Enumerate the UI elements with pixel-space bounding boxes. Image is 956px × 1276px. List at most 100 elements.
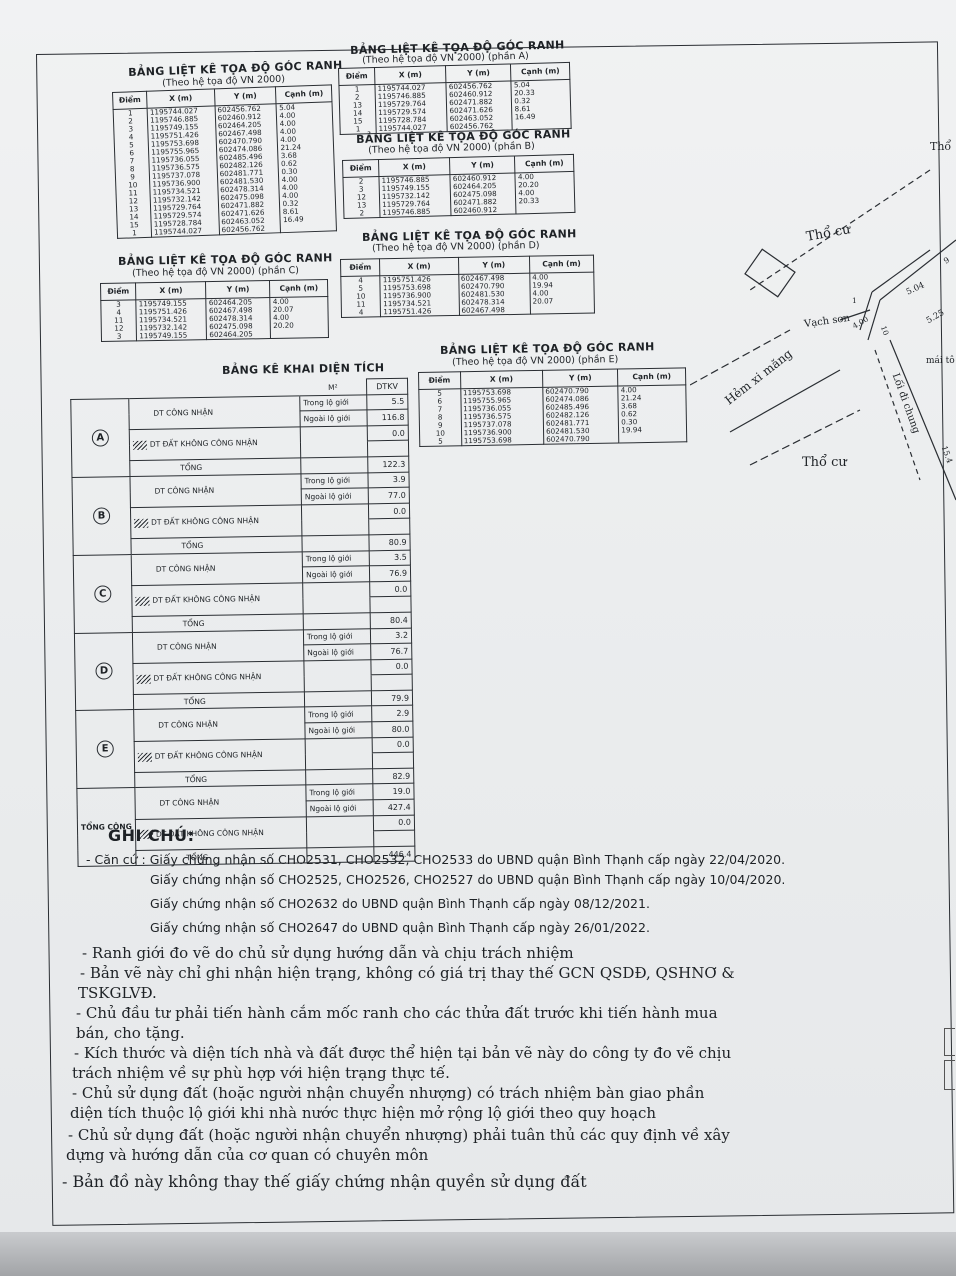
- cell-value: 16.49: [514, 111, 536, 122]
- column-header: X (m): [378, 157, 451, 177]
- area-value: 3.9: [367, 471, 410, 488]
- note-line: - Chủ sử dụng đất (hoặc người nhận chuyể…: [68, 1126, 730, 1144]
- area-value: 77.0: [368, 487, 410, 504]
- cell-value: 4: [358, 307, 364, 317]
- dt-khong-cong-nhan-label: DT ĐẤT KHÔNG CÔNG NHẬN: [154, 750, 263, 761]
- note-line: - Căn cứ : Giấy chứng nhận số CHO2531, C…: [86, 852, 786, 867]
- column-header: Y (m): [445, 63, 512, 83]
- area-value: 19.0: [372, 783, 415, 800]
- area-value: 2.9: [371, 705, 413, 722]
- dt-khong-cong-nhan-label: DT ĐẤT KHÔNG CÔNG NHẬN: [149, 438, 258, 449]
- area-value: 0.0: [367, 424, 409, 442]
- column-header: Cạnh (m): [510, 62, 570, 81]
- parcel-outline: [744, 248, 796, 298]
- column-header: Cạnh (m): [269, 279, 328, 298]
- column-header: Y (m): [214, 86, 277, 106]
- trong-lo-gioi-label: Trong lộ giới: [300, 472, 369, 490]
- column-header: Cạnh (m): [275, 84, 332, 104]
- column-header: Điểm: [112, 91, 148, 110]
- hatch-swatch: [132, 440, 147, 450]
- column-header: Cạnh (m): [529, 255, 594, 274]
- cell-value: 602470.790: [546, 434, 590, 444]
- boundary-line: [867, 299, 881, 341]
- area-total-value: 80.4: [370, 612, 412, 629]
- column-header: Cạnh (m): [617, 367, 686, 387]
- part-badge: C: [94, 584, 112, 603]
- cell-value: 2: [359, 208, 365, 218]
- cell-value: 5: [438, 436, 443, 446]
- trong-lo-gioi-label: Trong lộ giới: [304, 706, 372, 723]
- notes-heading: GHI CHÚ:: [108, 826, 195, 845]
- note-line: TSKGLVĐ.: [78, 984, 157, 1002]
- note-line: - Chủ đầu tư phải tiến hành cắm mốc ranh…: [76, 1004, 718, 1022]
- dimension-line: [839, 309, 871, 321]
- cell-value: 16.49: [282, 214, 304, 225]
- note-line: Giấy chứng nhận số CHO2525, CHO2526, CHO…: [150, 872, 786, 887]
- alley-edge: [749, 409, 861, 466]
- dt-khong-cong-nhan-label: DT ĐẤT KHÔNG CÔNG NHẬN: [152, 594, 261, 605]
- dt-cong-nhan-label: DT CÔNG NHẬN: [129, 473, 302, 508]
- dt-khong-cong-nhan-label: DT ĐẤT KHÔNG CÔNG NHẬN: [153, 672, 262, 683]
- ngoai-lo-gioi-label: Ngoài lộ giới: [306, 799, 374, 817]
- dt-khong-cong-nhan-cell: DT ĐẤT KHÔNG CÔNG NHẬN: [132, 660, 305, 695]
- note-line: - Bản đồ này không thay thế giấy chứng n…: [62, 1172, 587, 1191]
- cell-value: 602467.498: [461, 305, 505, 315]
- cell-value: 1195749.155: [139, 330, 188, 341]
- ngoai-lo-gioi-label: Ngoài lộ giới: [299, 410, 368, 427]
- area-value: 0.0: [368, 502, 410, 520]
- cell-value: 1195751.426: [383, 306, 432, 317]
- area-value: 76.7: [370, 643, 412, 660]
- area-value: 3.5: [369, 549, 411, 566]
- area-total-value: 80.9: [368, 534, 411, 551]
- ngoai-lo-gioi-label: Ngoài lộ giới: [304, 721, 373, 739]
- cell-value: 20.33: [518, 195, 540, 206]
- column-header: Điểm: [342, 159, 379, 178]
- alley-edge: [729, 369, 841, 433]
- note-line: - Chủ sử dụng đất (hoặc người nhận chuyể…: [72, 1084, 705, 1102]
- area-value: 116.8: [366, 409, 409, 426]
- boundary-line: [871, 249, 931, 293]
- alley-edge: [690, 329, 791, 386]
- area-value: 5.5: [366, 393, 408, 411]
- cell-value: 20.20: [273, 320, 294, 330]
- dt-cong-nhan-label: DT CÔNG NHẬN: [134, 785, 307, 820]
- area-value: 3.2: [370, 627, 412, 644]
- dt-khong-cong-nhan-cell: DT ĐẤT KHÔNG CÔNG NHẬN: [131, 582, 304, 617]
- dt-cong-nhan-label: DT CÔNG NHẬN: [131, 551, 303, 586]
- trong-lo-gioi-label: Trong lộ giới: [299, 394, 367, 412]
- dt-cong-nhan-label: DT CÔNG NHẬN: [133, 707, 306, 742]
- note-line: diện tích thuộc lộ giới khi nhà nước thự…: [70, 1104, 657, 1122]
- map-dimension: 1: [852, 296, 857, 305]
- area-value: 0.0: [373, 814, 415, 832]
- cell-value: 19.94: [621, 425, 643, 435]
- hatch-swatch: [135, 596, 150, 606]
- column-header: X (m): [460, 370, 543, 389]
- ngoai-lo-gioi-label: Ngoài lộ giới: [302, 565, 370, 583]
- note-line: Giấy chứng nhận số CHO2647 do UBND quận …: [150, 920, 650, 935]
- note-line: bán, cho tặng.: [76, 1024, 185, 1042]
- map-label-tho: Thổ: [930, 140, 952, 153]
- dt-khong-cong-nhan-label: DT ĐẤT KHÔNG CÔNG NHẬN: [150, 516, 259, 527]
- trong-lo-gioi-label: Trong lộ giới: [303, 628, 371, 645]
- part-badge: B: [92, 506, 111, 525]
